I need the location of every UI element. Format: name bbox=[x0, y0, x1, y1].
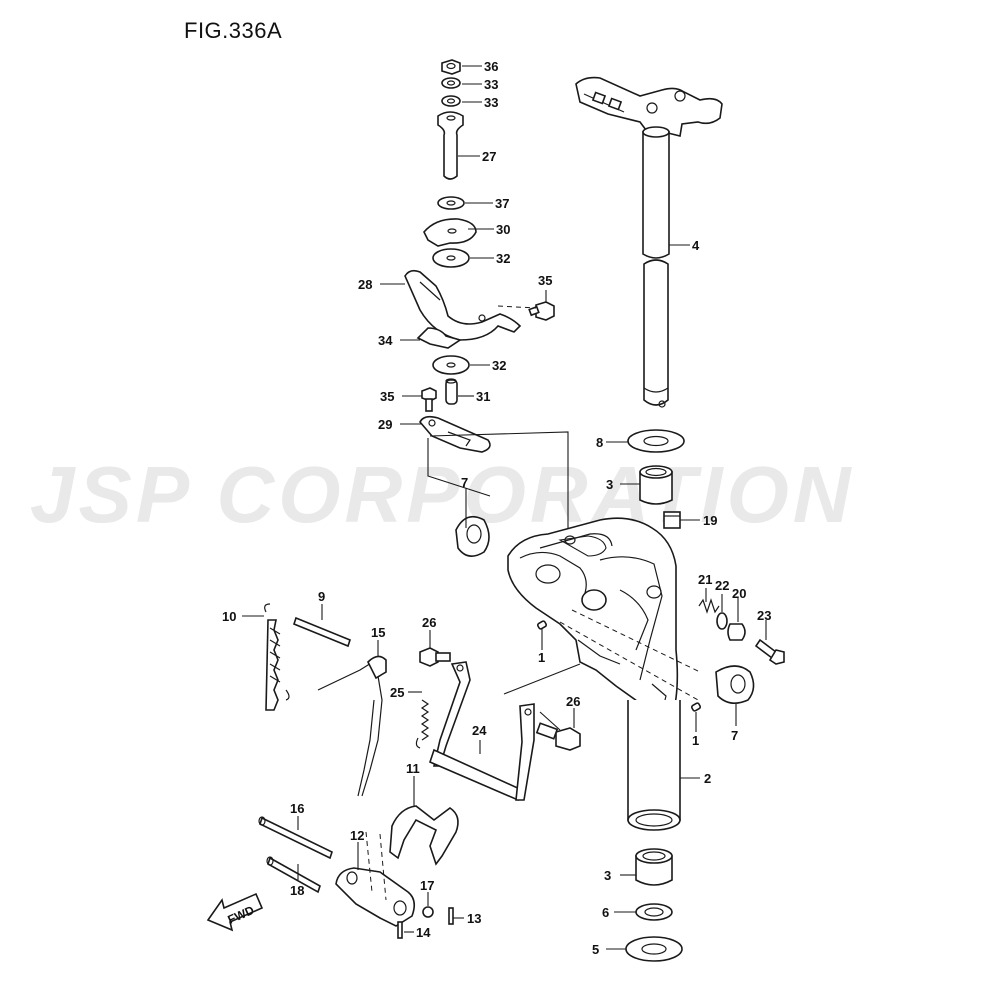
part-10-spring bbox=[264, 603, 290, 711]
part-19-rubber-block bbox=[663, 511, 681, 529]
callout-28: 28 bbox=[358, 277, 372, 292]
callout-31: 31 bbox=[476, 389, 490, 404]
callout-10: 10 bbox=[222, 609, 236, 624]
part-16-rod bbox=[258, 816, 333, 860]
part-21-spring bbox=[698, 598, 720, 614]
part-27-pivot-bolt bbox=[437, 111, 464, 180]
callout-16: 16 bbox=[290, 801, 304, 816]
part-7-bushing-a bbox=[455, 515, 490, 557]
part-29-bracket bbox=[419, 415, 491, 453]
part-35-bolt-b bbox=[421, 387, 437, 412]
callout-33: 33 bbox=[484, 77, 498, 92]
callout-8: 8 bbox=[596, 435, 603, 450]
part-31-pin bbox=[445, 378, 458, 405]
part-9-rod bbox=[293, 616, 351, 648]
part-4-steering-bracket bbox=[575, 76, 723, 137]
part-12-bracket bbox=[335, 867, 416, 927]
callout-2: 2 bbox=[704, 771, 711, 786]
callout-labels: 36 33 33 27 37 30 32 28 35 34 32 35 31 2… bbox=[222, 59, 771, 957]
part-14-pin bbox=[397, 921, 403, 939]
callout-7: 7 bbox=[461, 475, 468, 490]
part-26-bolt-a bbox=[419, 647, 451, 667]
part-23-bolt bbox=[754, 638, 785, 665]
callout-22: 22 bbox=[715, 578, 729, 593]
callout-25: 25 bbox=[390, 685, 404, 700]
watermark-text: JSP CORPORATION bbox=[30, 450, 855, 539]
part-2-swivel-tube bbox=[627, 700, 681, 831]
part-5-washer bbox=[625, 936, 683, 962]
callout-13: 13 bbox=[467, 911, 481, 926]
callout-36: 36 bbox=[484, 59, 498, 74]
part-7-bushing-b bbox=[715, 665, 755, 704]
callout-35: 35 bbox=[538, 273, 552, 288]
callout-3: 3 bbox=[606, 477, 613, 492]
callout-20: 20 bbox=[732, 586, 746, 601]
callout-33: 33 bbox=[484, 95, 498, 110]
part-36-nut bbox=[441, 59, 461, 75]
callout-14: 14 bbox=[416, 925, 431, 940]
part-6-washer bbox=[635, 903, 673, 921]
callout-4: 4 bbox=[692, 238, 700, 253]
part-20-collar bbox=[727, 623, 746, 641]
callout-17: 17 bbox=[420, 878, 434, 893]
part-30-plate bbox=[423, 218, 477, 247]
callout-27: 27 bbox=[482, 149, 496, 164]
callout-32: 32 bbox=[492, 358, 506, 373]
part-11-clamp bbox=[389, 805, 459, 866]
part-26-bolt-b bbox=[535, 722, 581, 751]
part-32-washer-b bbox=[432, 355, 470, 375]
callout-35: 35 bbox=[380, 389, 394, 404]
part-33-washer-b bbox=[441, 95, 461, 107]
callout-leaders bbox=[242, 65, 767, 950]
callout-1: 1 bbox=[538, 650, 545, 665]
callout-7: 7 bbox=[731, 728, 738, 743]
callout-19: 19 bbox=[703, 513, 717, 528]
callout-24: 24 bbox=[472, 723, 487, 738]
callout-18: 18 bbox=[290, 883, 304, 898]
callout-26: 26 bbox=[566, 694, 580, 709]
callout-5: 5 bbox=[592, 942, 599, 957]
part-34-spring-plate bbox=[416, 327, 462, 349]
callout-23: 23 bbox=[757, 608, 771, 623]
part-3-bushing-lower bbox=[635, 848, 673, 886]
callout-30: 30 bbox=[496, 222, 510, 237]
part-3-bushing-upper bbox=[639, 465, 673, 505]
callout-34: 34 bbox=[378, 333, 393, 348]
swivel-bracket-body bbox=[507, 517, 679, 725]
figure-title: FIG.336A bbox=[184, 18, 283, 43]
part-37-washer bbox=[437, 196, 465, 210]
part-18-rod bbox=[266, 856, 321, 894]
fwd-arrow: FWD bbox=[206, 892, 264, 932]
part-17-washer bbox=[422, 906, 434, 918]
callout-6: 6 bbox=[602, 905, 609, 920]
part-1-grease-nipple-a bbox=[536, 620, 548, 630]
part-35-bolt-a bbox=[528, 301, 555, 321]
part-8-washer bbox=[627, 429, 685, 453]
callout-3: 3 bbox=[604, 868, 611, 883]
callout-21: 21 bbox=[698, 572, 712, 587]
callout-1: 1 bbox=[692, 733, 699, 748]
part-28-lever bbox=[404, 269, 522, 341]
part-15-lever-wire bbox=[317, 655, 387, 797]
part-13-pin bbox=[448, 907, 454, 925]
callout-32: 32 bbox=[496, 251, 510, 266]
callout-37: 37 bbox=[495, 196, 509, 211]
part-32-washer-a bbox=[432, 248, 470, 268]
part-4-shaft bbox=[642, 126, 670, 408]
callout-15: 15 bbox=[371, 625, 385, 640]
callout-26: 26 bbox=[422, 615, 436, 630]
part-22-washer bbox=[716, 612, 728, 630]
part-33-washer-a bbox=[441, 77, 461, 89]
callout-11: 11 bbox=[406, 761, 420, 776]
part-25-spring bbox=[415, 699, 430, 749]
callout-12: 12 bbox=[350, 828, 364, 843]
callout-9: 9 bbox=[318, 589, 325, 604]
part-24-tilt-lever bbox=[429, 661, 535, 802]
callout-29: 29 bbox=[378, 417, 392, 432]
part-1-grease-nipple-b bbox=[690, 702, 702, 712]
